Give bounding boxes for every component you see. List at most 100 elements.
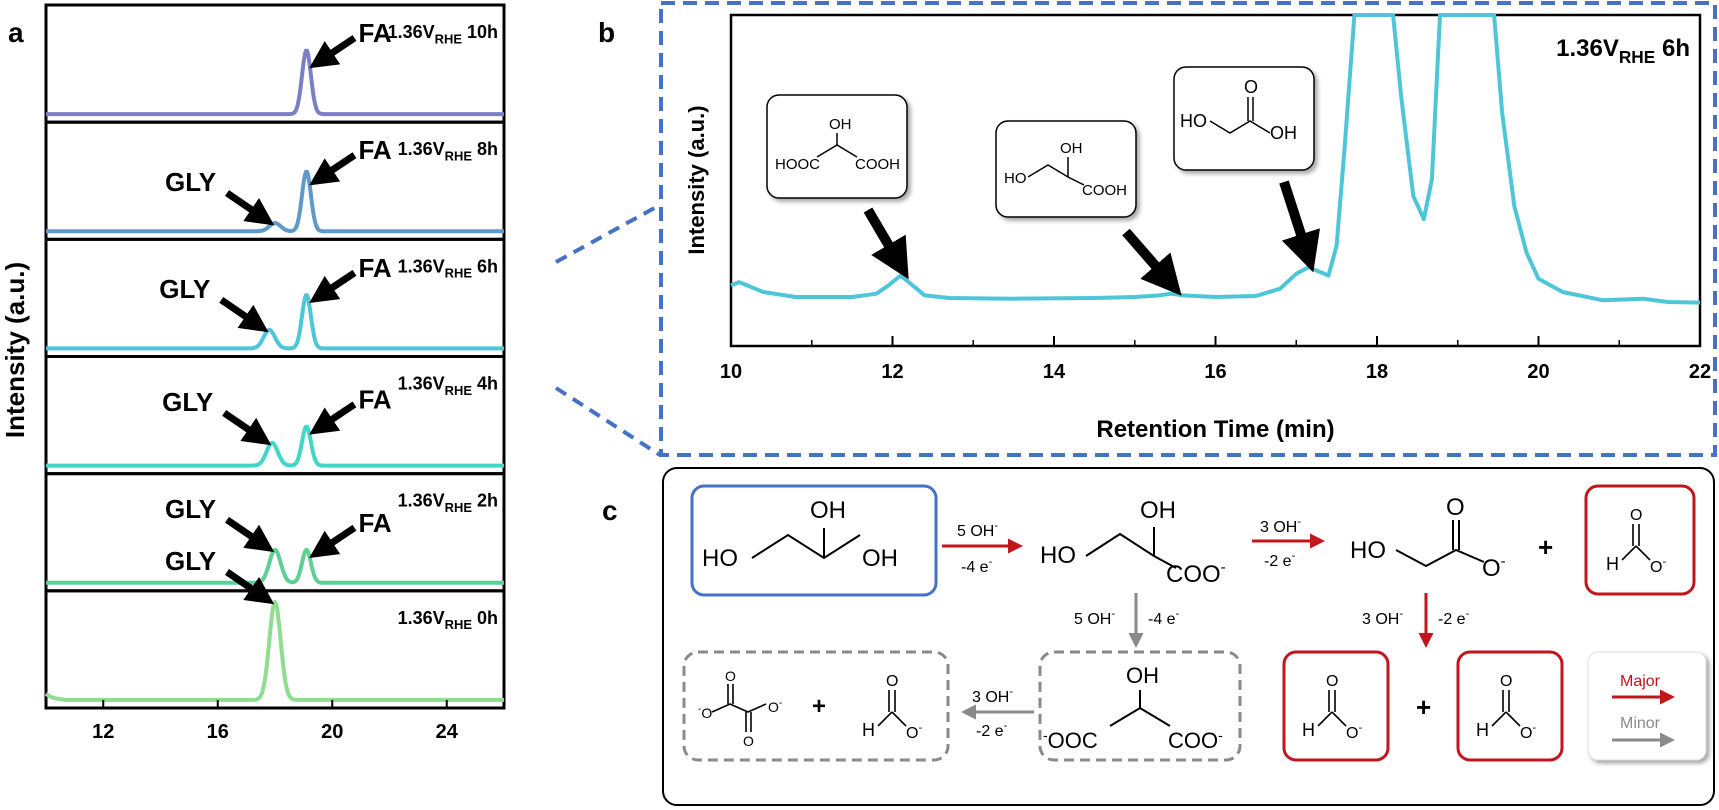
panel-a-gly-label-1: GLY bbox=[165, 167, 216, 197]
panel-a-trace-label-1: 1.36VRHE 8h bbox=[398, 139, 498, 163]
panel-b-xtick-label-3: 16 bbox=[1204, 361, 1226, 383]
panel-a-trace-label-0-suffix: 10h bbox=[462, 22, 498, 42]
glycerate-ho-left: HO bbox=[1040, 542, 1076, 569]
panel-a-trace-label-3-main: 1.36V bbox=[398, 374, 445, 394]
step1-bottom-sup: - bbox=[989, 556, 993, 568]
glyceric-left: HO bbox=[1004, 170, 1027, 187]
formate3-sup: - bbox=[1358, 722, 1362, 734]
formate1-h: H bbox=[1606, 554, 1619, 574]
glycolic-left: HO bbox=[1180, 111, 1207, 131]
glycerol-oh-top: OH bbox=[810, 497, 846, 524]
panel-a-gly-label-2: GLY bbox=[159, 274, 210, 304]
svg-text:3 OH-: 3 OH- bbox=[1260, 516, 1301, 536]
zoom-box bbox=[659, 1, 1717, 457]
svg-text:5 OH-: 5 OH- bbox=[957, 520, 998, 540]
tartronic-oh: OH bbox=[829, 116, 852, 133]
panel-b-xtick-label-1: 12 bbox=[881, 361, 903, 383]
panel-a-trace-4 bbox=[45, 547, 505, 585]
plus-sign-1: + bbox=[1538, 532, 1553, 562]
formate4-ch-bond bbox=[1491, 711, 1507, 727]
panel-a-trace-label-4-main: 1.36V bbox=[398, 491, 445, 511]
zoom-connector-top bbox=[555, 203, 661, 264]
tartronate-structure: OH -OOC COO- bbox=[1038, 650, 1242, 762]
tartronic-right: COOH bbox=[855, 156, 900, 173]
step2-bottom-sup: - bbox=[1292, 550, 1296, 562]
zoom-connector-bottom bbox=[554, 386, 662, 457]
panel-a-trace-1 bbox=[45, 169, 505, 234]
formate3-co-bond bbox=[1331, 711, 1347, 727]
panel-a-trace-label-1-sub: RHE bbox=[445, 149, 473, 164]
panel-a-trace-label-2-suffix: 6h bbox=[472, 256, 498, 276]
oxalate-bonds bbox=[711, 703, 767, 713]
panel-a-xtick-label-1: 16 bbox=[207, 721, 229, 743]
structure-arrow-glyceric-acid bbox=[1122, 228, 1182, 296]
step3-right-sup: - bbox=[1466, 608, 1470, 620]
tartronate-left: OOC bbox=[1048, 728, 1098, 753]
oxalate-o-top: O bbox=[725, 668, 736, 684]
formate-box-4 bbox=[1456, 650, 1564, 762]
oxalate-o-bottom: O bbox=[743, 733, 754, 749]
panel-a-trace-label-3-sub: RHE bbox=[445, 383, 473, 398]
panel-a-trace-label-2-sub: RHE bbox=[445, 266, 473, 281]
step1-major-arrow: 5 OH- -4 e- bbox=[942, 520, 1023, 576]
panel-label-c: c bbox=[602, 495, 618, 526]
glycerate-bonds bbox=[1085, 532, 1177, 569]
plus-sign-2: + bbox=[812, 693, 826, 720]
panel-a-fa-arrow-3 bbox=[309, 401, 357, 435]
panel-a-gly-arrow-3 bbox=[222, 410, 272, 446]
minor-products-group: -O O O O- + bbox=[682, 650, 950, 762]
glycolic-bonds bbox=[1209, 120, 1271, 134]
formate1-sup: - bbox=[1662, 556, 1666, 568]
panel-b-xtick-label-4: 18 bbox=[1366, 361, 1388, 383]
panel-a-fa-arrow-2 bbox=[309, 269, 357, 304]
tartronate-oh-top: OH bbox=[1126, 663, 1159, 688]
tartronate-sup-right: - bbox=[1218, 727, 1223, 743]
structure-box-glycolic-acid bbox=[1173, 66, 1315, 171]
tartronate-box bbox=[1038, 650, 1242, 762]
panel-a-fa-label-2: FA bbox=[358, 253, 391, 283]
step1-top-sup: - bbox=[994, 520, 998, 532]
step-minor1-left-sup: - bbox=[1111, 608, 1115, 620]
oxalate-sup-1: - bbox=[698, 704, 701, 715]
glycerate-sup: - bbox=[1221, 559, 1226, 576]
step2-major-arrow: 3 OH- -2 e- bbox=[1252, 516, 1325, 570]
structure-arrow-glycolic-acid bbox=[1279, 180, 1320, 273]
panel-a-trace-label-5-main: 1.36V bbox=[398, 608, 445, 628]
step-minor2-top-label: 3 OH bbox=[972, 689, 1009, 706]
panel-a-subplot-0 bbox=[44, 3, 506, 124]
panel-label-a: a bbox=[8, 17, 24, 48]
formate4-sup: - bbox=[1532, 722, 1536, 734]
formate2-o-top: O bbox=[886, 673, 898, 690]
svg-text:COO-: COO- bbox=[1166, 559, 1226, 588]
glyceric-right: COOH bbox=[1082, 182, 1127, 199]
formate3-o-minus: O- bbox=[1346, 722, 1362, 742]
formate4-o-top: O bbox=[1500, 673, 1512, 690]
step-minor2-bottom-label: -2 e bbox=[976, 723, 1004, 740]
panel-b-xlabel: Retention Time (min) bbox=[1096, 416, 1334, 443]
step2-top-sup: - bbox=[1297, 516, 1301, 528]
panel-a-trace-label-2-main: 1.36V bbox=[398, 256, 445, 276]
svg-text:5 OH-: 5 OH- bbox=[1074, 608, 1115, 628]
formate-box-3 bbox=[1282, 650, 1390, 762]
panel-a-trace-label-4-suffix: 2h bbox=[472, 491, 498, 511]
panel-a-trace-label-0-sub: RHE bbox=[435, 31, 463, 46]
panel-label-b: b bbox=[598, 17, 615, 48]
oxalate-sup-2: - bbox=[779, 698, 782, 709]
tartronic-left: HOOC bbox=[775, 156, 820, 173]
panel-b-xtick-label-5: 20 bbox=[1527, 361, 1549, 383]
svg-text:-O: -O bbox=[698, 704, 712, 721]
glycerol-oh-right: OH bbox=[862, 545, 898, 572]
panel-a-trace-label-4: 1.36VRHE 2h bbox=[398, 491, 498, 515]
glycerol-bonds bbox=[751, 533, 861, 560]
oxalate-o-2: O bbox=[768, 699, 779, 715]
svg-text:-2 e-: -2 e- bbox=[1438, 608, 1470, 628]
panel-a-fa-label-1: FA bbox=[358, 135, 391, 165]
panel-a-gly-arrow-5 bbox=[225, 569, 275, 605]
formate1-o-top: O bbox=[1630, 507, 1642, 524]
formate-structure-1 bbox=[1584, 484, 1696, 596]
panel-a-gly-label-5: GLY bbox=[165, 546, 216, 576]
